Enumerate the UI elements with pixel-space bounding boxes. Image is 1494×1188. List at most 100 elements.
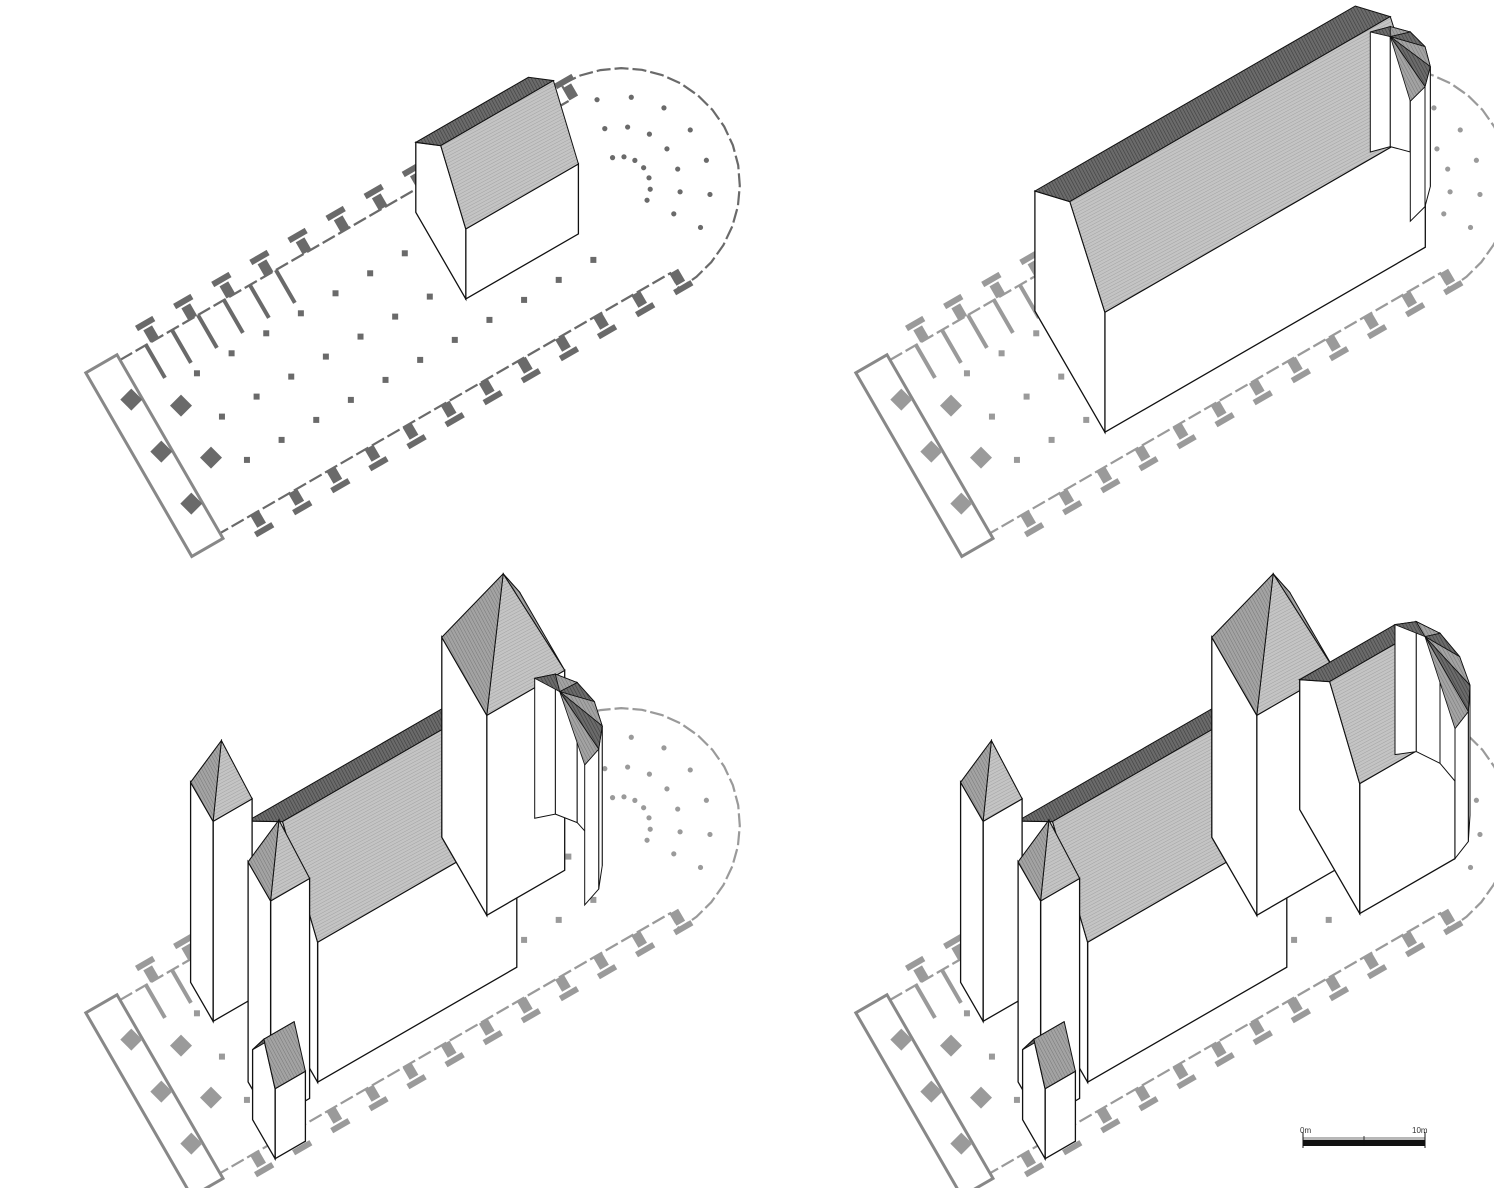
plan-buttress-cap — [1328, 986, 1350, 1002]
plan-ambulatory-pier — [703, 797, 709, 803]
apse-wall — [534, 673, 556, 819]
plan-west-pier — [950, 1132, 973, 1155]
plan-west-pier — [150, 1080, 173, 1103]
tower-face-west — [189, 779, 214, 1024]
plan-buttress-cap — [1214, 1052, 1235, 1068]
plan-ambulatory-pier — [644, 837, 650, 843]
apse-wall — [1454, 710, 1469, 861]
plan-ambulatory-pier — [1473, 797, 1479, 803]
plan-buttress-cap — [292, 500, 313, 516]
plan-buttress — [1172, 422, 1189, 440]
plan-ambulatory-pier — [647, 826, 653, 832]
plan-pier — [963, 1010, 970, 1017]
plan-pier — [332, 290, 339, 297]
plan-ambulatory-pier — [1473, 157, 1479, 163]
plan-chapel-wall — [196, 313, 219, 349]
plan-buttress-cap — [981, 271, 1002, 288]
plan-west-pier — [180, 492, 203, 515]
plan-ambulatory-pier — [675, 806, 681, 812]
plan-buttress — [250, 510, 266, 528]
plan-west-pier — [170, 394, 192, 417]
plan-buttress — [440, 1040, 457, 1058]
plan-buttress-cap — [444, 1052, 465, 1068]
plan-buttress-cap — [673, 280, 694, 296]
plan-pier — [313, 416, 320, 423]
plan-ambulatory-pier — [1434, 146, 1440, 152]
plan-buttress-cap — [1366, 964, 1388, 980]
plan-buttress — [1439, 908, 1456, 926]
plan-west-pier — [890, 1028, 913, 1051]
plan-chapel-wall — [940, 328, 963, 364]
plan-pier — [963, 370, 970, 377]
plan-buttress — [143, 325, 159, 343]
plan-pier — [297, 310, 304, 317]
plan-buttress-cap — [249, 249, 270, 266]
apse-roof-facet — [1424, 636, 1469, 730]
plan-buttress — [593, 952, 609, 970]
plan-ambulatory-pier — [671, 211, 677, 217]
plan-buttress-cap — [1062, 500, 1083, 516]
plan-pier — [243, 1096, 250, 1103]
plan-buttress-cap — [135, 955, 156, 972]
plan-buttress-cap — [211, 271, 232, 288]
plan-ambulatory-pier — [609, 795, 616, 801]
scale-bar — [1302, 1132, 1426, 1148]
plan-buttress-cap — [1138, 1096, 1159, 1112]
plan-buttress — [1325, 974, 1341, 992]
tower-face-south — [982, 797, 1023, 1023]
plan-west-pier — [940, 1034, 962, 1057]
plan-chapel-wall — [144, 343, 167, 379]
tower-roof-facet — [190, 738, 223, 823]
plan-buttress-cap — [1176, 1074, 1197, 1090]
plan-pier — [243, 456, 250, 463]
plan-buttress-cap — [135, 315, 156, 332]
plan-buttress — [364, 444, 381, 462]
plan-buttress — [181, 303, 198, 321]
apse-wall — [598, 725, 603, 890]
plan-west-pier — [120, 388, 143, 411]
plan-ambulatory-pier — [602, 766, 608, 772]
plan-buttress — [1058, 488, 1075, 506]
plan-west-porch — [83, 992, 226, 1188]
plan-buttress — [1172, 1062, 1189, 1080]
plan-pier — [1291, 936, 1298, 943]
plan-buttress — [517, 996, 533, 1014]
plan-ambulatory-pier — [677, 189, 683, 195]
tower-face-west — [959, 779, 984, 1024]
plan-buttress — [1248, 1018, 1265, 1036]
plan-ambulatory-pier — [1467, 864, 1474, 871]
panel-phase-1 — [83, 66, 741, 559]
plan-chapel-wall — [170, 968, 193, 1004]
plan-buttress-cap — [173, 293, 194, 310]
apse-wall — [1394, 621, 1417, 756]
plan-buttress-cap — [254, 1162, 275, 1178]
plan-chapel-wall — [914, 343, 937, 379]
plan-ambulatory-pier — [594, 97, 600, 103]
plan-buttress-cap — [1405, 942, 1426, 958]
apse-wall — [1409, 85, 1426, 223]
plan-pier — [486, 316, 493, 323]
plan-pier — [1325, 916, 1332, 923]
plan-buttress — [371, 193, 388, 211]
plan-pier — [988, 1053, 995, 1060]
scale-left-label: 0m — [1300, 1126, 1312, 1135]
plan-ambulatory-pier — [602, 126, 608, 132]
plan-pier — [382, 376, 389, 383]
plan-buttress-cap — [287, 227, 308, 244]
plan-buttress-cap — [1443, 920, 1464, 936]
plan-pier — [218, 413, 225, 420]
plan-pier — [228, 350, 235, 357]
tower-roof-facet — [247, 818, 280, 903]
plan-buttress — [326, 1106, 343, 1124]
plan-buttress-cap — [173, 933, 194, 950]
panel-phase-2 — [853, 5, 1494, 559]
plan-buttress — [478, 1018, 495, 1036]
plan-buttress — [1210, 400, 1227, 418]
plan-ambulatory-pier — [1447, 189, 1453, 195]
plan-ambulatory-pier — [646, 175, 652, 181]
plan-ambulatory-pier — [707, 191, 713, 198]
plan-buttress — [1020, 510, 1036, 528]
plan-pier — [521, 296, 528, 303]
plan-ambulatory-pier — [1477, 831, 1483, 838]
